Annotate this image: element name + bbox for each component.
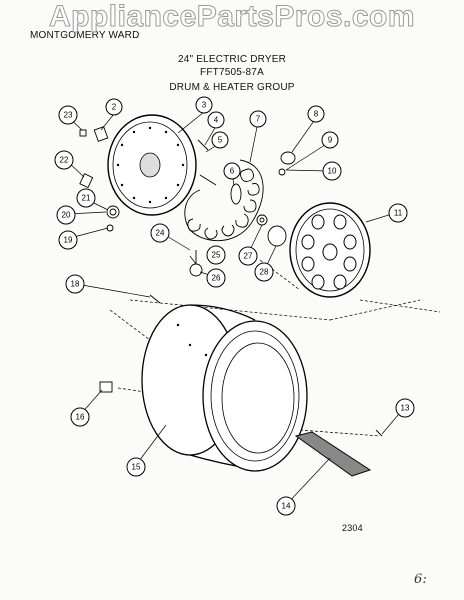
callout-28: 28 <box>254 262 274 282</box>
callout-label: 22 <box>60 156 69 165</box>
callout-23: 23 <box>58 105 78 125</box>
callout-27: 27 <box>238 246 258 266</box>
callout-8: 8 <box>307 105 325 123</box>
model-number: FFT7505-87A <box>200 67 264 78</box>
callout-label: 4 <box>214 116 219 125</box>
callout-label: 21 <box>82 194 91 203</box>
diagram-code: 2304 <box>342 523 363 533</box>
callout-2: 2 <box>105 98 123 116</box>
callout-label: 16 <box>76 413 85 422</box>
callout-label: 2 <box>112 103 117 112</box>
callout-label: 28 <box>260 268 269 277</box>
callout-13: 13 <box>395 398 415 418</box>
callout-label: 23 <box>64 111 73 120</box>
callout-label: 15 <box>132 463 141 472</box>
part-callouts: 2 3 4 5 6 7 8 9 10 11 13 14 15 16 18 19 … <box>54 96 415 516</box>
callout-20: 20 <box>56 205 76 225</box>
site-watermark: AppliancePartsPros.com <box>48 0 416 34</box>
callout-label: 20 <box>62 211 71 220</box>
callout-25: 25 <box>206 245 226 265</box>
callout-22: 22 <box>54 150 74 170</box>
drum-baffle <box>294 431 372 477</box>
brand-heading: MONTGOMERY WARD <box>30 30 140 41</box>
heater-element <box>184 159 264 242</box>
callout-7: 7 <box>249 110 267 128</box>
callout-label: 7 <box>256 115 261 124</box>
callout-label: 9 <box>328 136 333 145</box>
callout-label: 26 <box>212 274 221 283</box>
drum-front-panel <box>289 202 371 298</box>
callout-label: 6 <box>230 167 235 176</box>
callout-label: 19 <box>64 236 73 245</box>
callout-label: 14 <box>282 502 291 511</box>
callout-6: 6 <box>223 162 241 180</box>
callout-label: 5 <box>218 136 223 145</box>
drum-cylinder <box>141 304 308 472</box>
callout-16: 16 <box>70 407 90 427</box>
callout-label: 24 <box>156 229 165 238</box>
appliance-title: 24" ELECTRIC DRYER <box>177 54 287 65</box>
callout-label: 3 <box>202 101 207 110</box>
callout-26: 26 <box>206 268 226 288</box>
callout-9: 9 <box>321 131 339 149</box>
callout-label: 10 <box>328 167 337 176</box>
callout-10: 10 <box>322 161 342 181</box>
callout-label: 27 <box>244 252 253 261</box>
callout-24: 24 <box>150 223 170 243</box>
callout-5: 5 <box>211 131 229 149</box>
callout-label: 11 <box>394 209 403 218</box>
callout-14: 14 <box>276 496 296 516</box>
callout-3: 3 <box>195 96 213 114</box>
callout-21: 21 <box>76 188 96 208</box>
callout-15: 15 <box>126 457 146 477</box>
page-mark: 6: <box>414 572 428 587</box>
callout-4: 4 <box>207 111 225 129</box>
callout-label: 18 <box>71 280 80 289</box>
callout-19: 19 <box>58 230 78 250</box>
callout-label: 8 <box>314 110 319 119</box>
callout-label: 13 <box>401 404 410 413</box>
callout-label: 25 <box>212 251 221 260</box>
callout-11: 11 <box>388 203 408 223</box>
callout-18: 18 <box>65 274 85 294</box>
drum-rear-bulkhead <box>107 114 197 216</box>
group-title: DRUM & HEATER GROUP <box>169 82 295 93</box>
